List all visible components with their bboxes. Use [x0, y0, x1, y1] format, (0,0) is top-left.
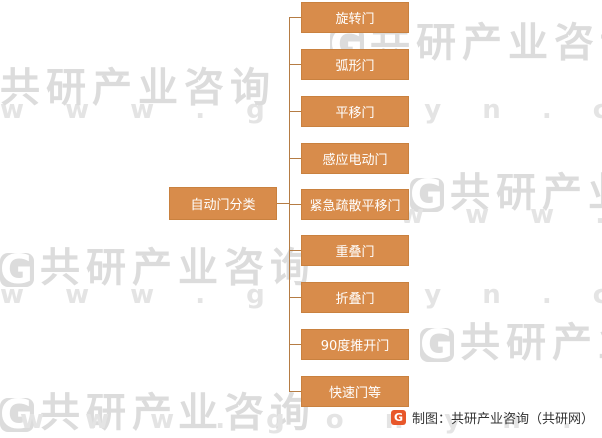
leaf-node: 弧形门	[301, 49, 409, 80]
leaf-node: 感应电动门	[301, 143, 409, 174]
footer-credit: G 制图：共研产业咨询（共研网）	[390, 408, 594, 427]
watermark-brand: G共研产业咨询	[0, 390, 316, 438]
connector-branch	[289, 297, 301, 298]
leaf-node-label: 快速门等	[328, 386, 381, 401]
leaf-node-label: 紧急疏散平移门	[309, 199, 401, 214]
leaf-node-label: 重叠门	[335, 245, 375, 260]
leaf-node-label: 90度推开门	[320, 339, 390, 354]
watermark-brand: G共研产业咨询	[0, 245, 316, 293]
root-node: 自动门分类	[169, 187, 277, 220]
watermark-site: w w w . g o n y n . c o m	[400, 200, 602, 230]
connector-root-horizontal	[277, 203, 289, 204]
leaf-node: 旋转门	[301, 2, 409, 33]
root-node-label: 自动门分类	[190, 198, 256, 213]
connector-branch	[289, 204, 301, 205]
brand-logo-icon: G	[390, 410, 406, 425]
leaf-node: 快速门等	[301, 376, 409, 407]
connector-branch	[289, 391, 301, 392]
connector-branch	[289, 64, 301, 65]
connector-branch	[289, 158, 301, 159]
footer-credit-text: 制图：共研产业咨询（共研网）	[411, 412, 594, 427]
leaf-node-label: 感应电动门	[322, 153, 388, 168]
watermark-brand: 共研产业咨询	[0, 65, 276, 111]
leaf-node: 折叠门	[301, 282, 409, 313]
connector-branch	[289, 250, 301, 251]
leaf-node: 平移门	[301, 96, 409, 127]
leaf-node-label: 旋转门	[335, 12, 375, 27]
watermark-brand: G共研产业咨询	[420, 320, 602, 368]
leaf-node-label: 折叠门	[335, 292, 375, 307]
connector-branch	[289, 344, 301, 345]
leaf-node-label: 平移门	[335, 106, 375, 121]
connector-branch	[289, 111, 301, 112]
leaf-node-label: 弧形门	[335, 59, 375, 74]
leaf-node: 90度推开门	[301, 329, 409, 360]
connector-branch	[289, 17, 301, 18]
watermark-brand: G共研产业咨询	[410, 170, 602, 218]
leaf-node: 重叠门	[301, 235, 409, 266]
leaf-node: 紧急疏散平移门	[301, 189, 409, 220]
